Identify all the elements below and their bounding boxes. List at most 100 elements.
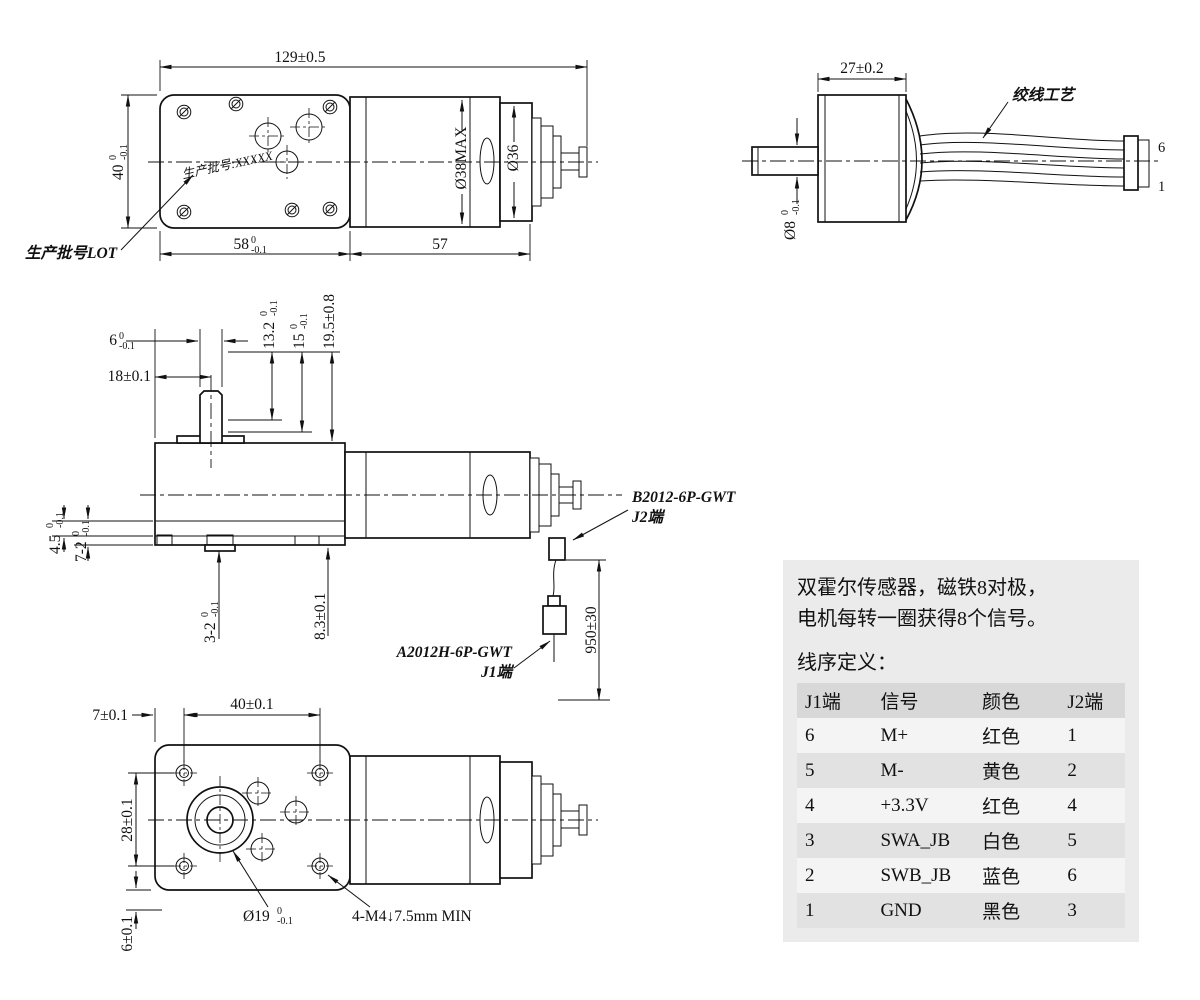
info-panel: 双霍尔传感器，磁铁8对极， 电机每转一圈获得8个信号。 线序定义： J1端 信号… [783,560,1139,942]
svg-text:0: 0 [108,155,119,160]
svg-text:-0.1: -0.1 [55,512,66,528]
j1-connector [542,595,567,662]
cell-color: 红色 [982,727,1021,748]
cell-j1: 5 [805,759,815,781]
svg-text:0: 0 [45,523,56,528]
wire-table: J1端 信号 颜色 J2端 6 M+ 红色 1 5 M- 黄色 2 4 +3.3… [797,683,1125,928]
j1-connector-label: A2012H-6P-GWT J1端 [396,640,551,681]
dim-step-7-2: 7-2 0 -0.1 [71,505,153,562]
dim-height-13-2: 13.2 0 -0.1 [228,300,282,421]
svg-text:3-2: 3-2 [202,622,219,643]
dim-height-15: 15 0 -0.1 [228,313,312,433]
cell-j2: 6 [1067,864,1077,886]
svg-text:Ø36: Ø36 [505,144,522,171]
m4-mount-holes [171,760,333,879]
svg-text:0: 0 [251,235,256,246]
cell-color: 蓝色 [982,867,1021,888]
cell-j2: 4 [1067,794,1077,816]
dim-shaft-offset-18: 18±0.1 [108,329,212,438]
cell-j1: 6 [805,724,815,746]
bottom-view: 7±0.1 40±0.1 28±0.1 6±0.1 Ø19 0 -0 [92,696,598,952]
m4-thread-note: 4-M4↓7.5mm MIN [327,874,472,925]
svg-text:28±0.1: 28±0.1 [119,798,136,841]
svg-text:-0.1: -0.1 [81,520,92,536]
dim-body-width: 40 0 -0.1 [108,94,157,229]
svg-text:0: 0 [71,531,82,536]
gearbox-end-outline [817,94,907,223]
cell-signal: M+ [880,724,909,746]
cell-signal: +3.3V [880,794,929,816]
svg-text:B2012-6P-GWT: B2012-6P-GWT [631,489,736,506]
dim-height-19-5: 19.5±0.8 [321,294,338,442]
cover-holes [242,777,312,865]
svg-text:950±30: 950±30 [583,606,600,654]
svg-text:18±0.1: 18±0.1 [108,368,151,385]
cell-signal: SWA_JB [880,829,951,851]
pin-1-label: 1 [1158,179,1165,195]
svg-text:-0.1: -0.1 [210,601,221,617]
svg-text:19.5±0.8: 19.5±0.8 [321,294,338,349]
dim-step-4-5: 4.5 0 -0.1 [45,505,153,554]
col-header-signal: 信号 [880,692,919,713]
wire-bundle [919,132,1125,187]
dim-wire-length-950: 950±30 [558,559,610,701]
svg-text:Ø8: Ø8 [782,221,799,240]
col-header-color: 颜色 [982,692,1021,713]
svg-text:-0.1: -0.1 [277,916,293,927]
svg-text:0: 0 [200,612,211,617]
dim-motor-length: 57 [349,224,531,261]
cell-j2: 1 [1067,724,1077,746]
svg-text:7±0.1: 7±0.1 [92,707,128,724]
svg-text:0: 0 [259,311,270,316]
wire-table-row: 4 +3.3V 红色 4 [797,788,1125,823]
j2-connector [548,537,566,561]
dim-slot-3-2: 3-2 0 -0.1 [200,550,222,643]
svg-text:-0.1: -0.1 [119,144,130,160]
dim-motor-diameter: Ø38MAX [453,99,470,225]
wire-table-header-row: J1端 信号 颜色 J2端 [797,683,1125,718]
dim-boss-dia-19: Ø19 0 -0.1 [232,850,293,927]
wire-process-label: 绞线工艺 [982,86,1077,139]
svg-text:4.5: 4.5 [47,534,64,554]
connector-6p [1123,135,1150,191]
svg-text:J1端: J1端 [480,663,515,681]
hanging-wire [552,559,557,597]
wire-table-row: 5 M- 黄色 2 [797,753,1125,788]
svg-text:Ø38MAX: Ø38MAX [453,127,470,190]
wire-table-row: 6 M+ 红色 1 [797,718,1125,753]
wire-table-row: 2 SWB_JB 蓝色 6 [797,858,1125,893]
cell-j2: 2 [1067,759,1077,781]
svg-text:6: 6 [109,332,117,349]
svg-text:生产批号LOT: 生产批号LOT [25,244,118,262]
svg-text:-0.1: -0.1 [299,313,310,329]
side-view: 6 0 -0.1 18±0.1 13.2 0 -0.1 15 0 [45,294,736,701]
svg-text:绞线工艺: 绞线工艺 [1012,86,1077,104]
wire-table-row: 3 SWA_JB 白色 5 [797,823,1125,858]
cell-signal: SWB_JB [880,864,952,886]
svg-text:Ø19: Ø19 [243,908,270,925]
svg-text:0: 0 [780,210,791,215]
cell-color: 白色 [982,832,1021,853]
svg-text:-0.1: -0.1 [119,341,135,352]
dim-flange-width: 27±0.2 [817,60,907,92]
cell-j1: 3 [805,829,815,851]
cell-j2: 5 [1067,829,1077,851]
svg-text:-0.1: -0.1 [269,300,280,316]
cell-j2: 3 [1067,899,1077,921]
svg-text:57: 57 [432,236,448,253]
dim-gearbox-length: 58 0 -0.1 [159,231,351,261]
svg-text:13.2: 13.2 [261,322,278,349]
cell-signal: M- [880,759,904,781]
svg-text:15: 15 [291,333,308,349]
svg-text:-0.1: -0.1 [251,245,267,256]
col-header-j1: J1端 [805,692,841,713]
cell-signal: GND [880,899,922,921]
wire-order-title: 线序定义： [797,652,897,674]
dim-overall-length: 129±0.5 [159,49,588,146]
svg-text:0: 0 [277,906,282,917]
output-boss [186,776,254,864]
vent-slot [479,137,495,185]
svg-text:7-2: 7-2 [73,541,90,562]
batch-lot-label: 生产批号LOT [25,174,194,262]
